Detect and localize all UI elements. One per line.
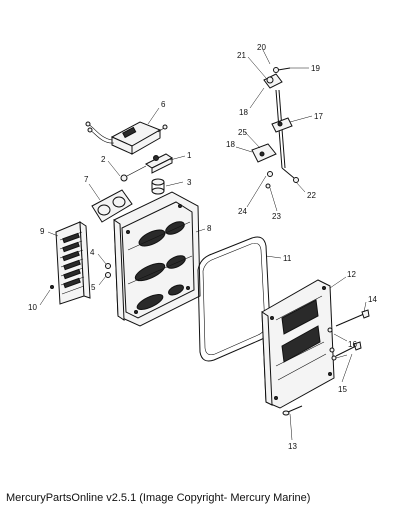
callout-2: 2	[101, 155, 106, 164]
gasket-part	[91, 189, 133, 223]
callout-16: 16	[348, 340, 357, 349]
reed-block-part	[50, 221, 91, 305]
callout-7: 7	[84, 175, 89, 184]
callout-18-lower: 18	[226, 140, 235, 149]
callout-5: 5	[91, 283, 96, 292]
callout-20: 20	[257, 43, 266, 52]
callout-22: 22	[307, 191, 316, 200]
nut-part	[105, 263, 111, 278]
callout-12: 12	[347, 270, 356, 279]
callout-21: 21	[237, 51, 246, 60]
manifold-housing-part	[113, 191, 201, 327]
callout-3: 3	[187, 178, 192, 187]
callout-14: 14	[368, 295, 377, 304]
callout-23: 23	[272, 212, 281, 221]
callout-4: 4	[90, 248, 95, 257]
callout-9: 9	[40, 227, 45, 236]
callout-17: 17	[314, 112, 323, 121]
image-caption: MercuryPartsOnline v2.5.1 (Image Copyrig…	[6, 492, 311, 504]
callout-6: 6	[161, 100, 166, 109]
callout-labels: 1 2 3 4 5 6 7 8 9 10 11 12 13 14 15 16 1…	[28, 43, 377, 451]
callout-19: 19	[311, 64, 320, 73]
cover-plate-part	[261, 279, 335, 409]
switch-box-part	[85, 121, 168, 155]
callout-8: 8	[207, 224, 212, 233]
callout-1: 1	[187, 151, 192, 160]
cover-gasket-part	[197, 236, 271, 362]
linkage-arm-part	[251, 67, 299, 189]
grommet-part	[151, 178, 165, 195]
callout-24: 24	[238, 207, 247, 216]
callout-25: 25	[238, 128, 247, 137]
callout-15: 15	[338, 385, 347, 394]
callout-18-upper: 18	[239, 108, 248, 117]
callout-13: 13	[288, 442, 297, 451]
screw-part	[282, 405, 303, 416]
callout-10: 10	[28, 303, 37, 312]
callout-11: 11	[283, 254, 292, 263]
bolt-part	[327, 309, 370, 361]
leader-lines	[39, 49, 367, 441]
connector-part	[120, 153, 173, 182]
